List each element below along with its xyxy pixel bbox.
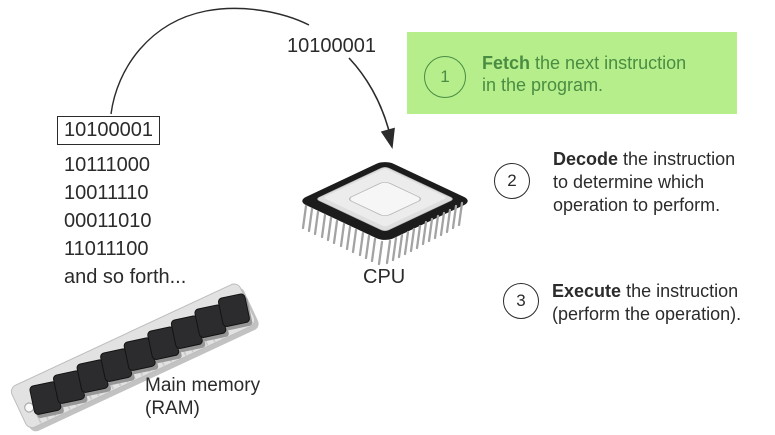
- ram-caption: Main memory (RAM): [145, 374, 260, 420]
- memory-value: 10111000: [64, 154, 151, 176]
- step-1-text: Fetch the next instruction in the progra…: [482, 52, 722, 96]
- label-to-cpu-arrow: [348, 57, 395, 149]
- step-number: 2: [507, 171, 517, 190]
- step-3-text: Execute the instruction (perform the ope…: [552, 280, 775, 326]
- step-description: the next instruction in the program.: [482, 53, 687, 95]
- step-number: 1: [440, 67, 450, 86]
- step-1-number-circle: 1: [424, 56, 466, 98]
- transfer-value-label: 10100001: [287, 35, 376, 57]
- ram-caption-line1: Main memory: [145, 375, 261, 396]
- step-number: 3: [516, 291, 526, 310]
- memory-value: 00011010: [64, 210, 152, 232]
- step-1-panel: 1 Fetch the next instruction in the prog…: [407, 32, 737, 114]
- step-2-text: Decode the instruction to determine whic…: [553, 148, 768, 217]
- cpu-caption: CPU: [363, 266, 406, 288]
- ram-caption-line2: (RAM): [145, 398, 200, 419]
- memory-value: 10011110: [64, 182, 149, 204]
- ram-module-illustration: [10, 283, 259, 432]
- memory-highlighted-value: 10100001: [64, 119, 153, 141]
- step-2-number-circle: 2: [494, 163, 530, 199]
- step-3-number-circle: 3: [503, 283, 539, 319]
- memory-instruction-box: 10100001: [57, 116, 160, 145]
- memory-value-list: 10111000 10011110 00011010 11011100 and …: [64, 151, 186, 291]
- memory-ellipsis: and so forth...: [64, 266, 187, 288]
- step-description: the instruction (perform the operation).: [552, 281, 742, 324]
- memory-value: 11011100: [64, 238, 149, 260]
- cpu-chip-illustration: [301, 162, 468, 266]
- step-keyword: Execute: [552, 281, 622, 301]
- step-keyword: Fetch: [482, 53, 531, 73]
- cpu-pins-right: [385, 201, 464, 265]
- step-description: the instruction to determine which opera…: [553, 149, 736, 215]
- step-keyword: Decode: [553, 149, 619, 169]
- memory-to-label-arc-arrow: [110, 7, 310, 115]
- cpu-pins-left: [301, 204, 384, 266]
- ram-chips: [29, 293, 253, 419]
